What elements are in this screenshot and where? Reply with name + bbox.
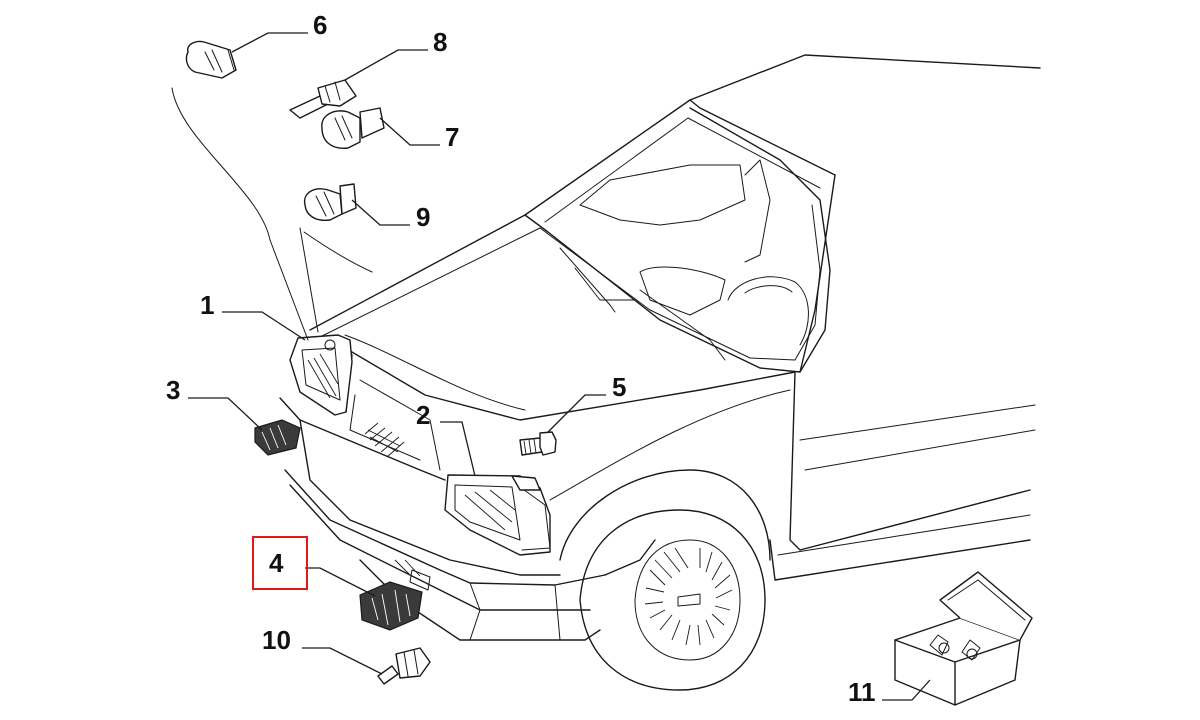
callout-11: 11: [848, 677, 876, 707]
part-6-bulb: [185, 40, 237, 79]
part-4-fog-lamp: [359, 581, 423, 631]
part-1-headlamp-left: [289, 334, 353, 416]
part-8-bulb: [289, 79, 357, 119]
leader-lines: [188, 32, 931, 701]
highlight-box-part-4: [252, 536, 308, 590]
callout-5: 5: [612, 372, 626, 402]
callout-10: 10: [262, 625, 291, 655]
callout-8: 8: [433, 27, 447, 57]
part-7-bulb: [321, 107, 385, 149]
callout-7: 7: [445, 122, 459, 152]
callout-1: 1: [200, 290, 214, 320]
part-11-bulb-kit-box: [894, 571, 1033, 706]
callout-6: 6: [313, 10, 327, 40]
part-10-bulb: [377, 647, 431, 685]
part-3-side-lamp: [254, 419, 301, 456]
wire-lines: [171, 87, 373, 341]
callout-4: 4: [269, 548, 284, 578]
part-5-screw: [519, 431, 557, 456]
callout-3: 3: [166, 375, 180, 405]
car-body-outline: [279, 54, 1041, 691]
callout-labels: 1 2 3 4 5 6 7 8 9 10 11: [166, 10, 876, 707]
callout-9: 9: [416, 202, 430, 232]
part-9-bulb: [303, 183, 357, 222]
part-2-headlamp-right: [444, 474, 551, 556]
callout-2: 2: [416, 400, 430, 430]
